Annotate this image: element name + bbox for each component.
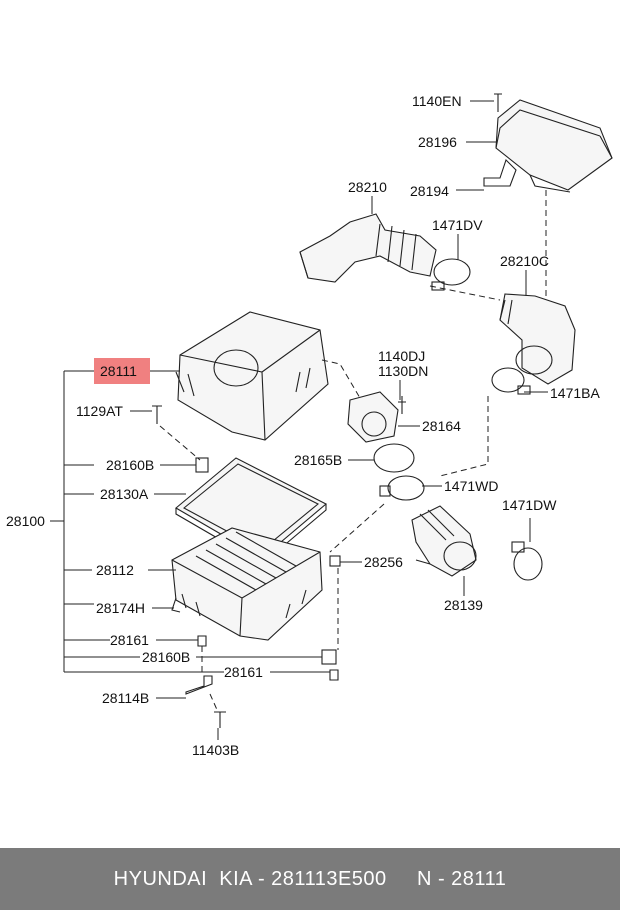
label-28161-a: 28161	[110, 632, 149, 648]
label-28114B: 28114B	[102, 690, 149, 706]
resonator-duct	[495, 99, 613, 193]
bracket-28194	[483, 158, 517, 187]
bolt-11403B	[214, 711, 226, 728]
pin-28161-b	[329, 669, 339, 681]
seal-28165B	[373, 443, 415, 473]
clamp-1471WD	[379, 475, 425, 501]
bolt-1140EN	[494, 93, 502, 112]
footer-bar: HYUNDAI KIA - 281113E500 N - 28111	[0, 848, 620, 910]
part-labels: 1140EN 28196 28210 28194 1471DV 28210C 2…	[6, 93, 600, 758]
leader-lines	[50, 100, 548, 740]
label-1130DN: 1130DN	[378, 363, 428, 379]
sensor-28164	[347, 391, 406, 443]
label-28111: 28111	[100, 363, 137, 379]
label-28210C: 28210C	[500, 253, 549, 269]
footer-brand: HYUNDAI KIA - 281113E500	[113, 868, 387, 890]
nut-28256	[329, 555, 341, 567]
label-1129AT: 1129AT	[76, 403, 123, 419]
footer-number: N - 28111	[416, 868, 507, 890]
label-28165B: 28165B	[294, 452, 342, 468]
label-28160B-top: 28160B	[106, 457, 154, 473]
label-28194: 28194	[410, 183, 449, 199]
air-cleaner-body-28112	[171, 527, 323, 641]
label-28112: 28112	[96, 562, 134, 578]
label-28174H: 28174H	[96, 600, 145, 616]
intake-hose-28210C	[499, 293, 576, 385]
label-1471WD: 1471WD	[444, 478, 498, 494]
clamp-1471BA	[491, 367, 531, 395]
label-28139: 28139	[444, 597, 483, 613]
pin-28161-a	[197, 635, 207, 647]
assembly-lines	[159, 190, 547, 713]
label-1140DJ: 1140DJ	[378, 348, 425, 364]
label-1471DW: 1471DW	[502, 497, 557, 513]
label-28256: 28256	[364, 554, 403, 570]
grommet-28160B-bottom	[321, 649, 337, 665]
label-28210: 28210	[348, 179, 387, 195]
intake-hose-28210	[299, 213, 437, 283]
grommet-28160B-top	[195, 457, 209, 473]
label-28164: 28164	[422, 418, 461, 434]
label-1471BA: 1471BA	[550, 385, 600, 401]
label-28160B-bottom: 28160B	[142, 649, 190, 665]
duct-28139	[411, 505, 477, 577]
label-1140EN: 1140EN	[412, 93, 462, 109]
hose-28174H	[171, 597, 181, 613]
label-11403B: 11403B	[192, 742, 239, 758]
footer-spacer	[387, 868, 417, 890]
label-28161-b: 28161	[224, 664, 263, 680]
label-28100: 28100	[6, 513, 45, 529]
label-28196: 28196	[418, 134, 457, 150]
label-28130A: 28130A	[100, 486, 149, 502]
bolt-1129AT	[152, 405, 162, 424]
bracket-28114B	[185, 675, 213, 695]
clamp-1471DW	[511, 541, 543, 581]
highlight-28111	[94, 358, 150, 384]
clamp-1471DV	[431, 258, 471, 291]
parts-diagram: 1140EN 28196 28210 28194 1471DV 28210C 2…	[6, 93, 613, 758]
air-cleaner-cover-28111	[175, 311, 329, 441]
label-1471DV: 1471DV	[432, 217, 483, 233]
